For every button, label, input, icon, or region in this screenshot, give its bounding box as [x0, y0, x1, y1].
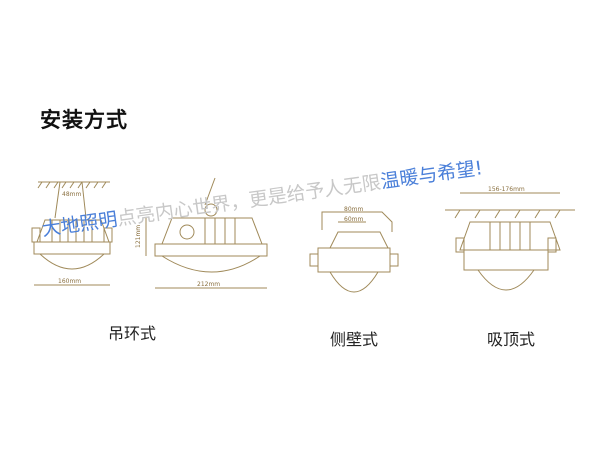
- dim-label: 121mm: [135, 225, 142, 248]
- diagram-wall-mount: 80mm 60mm: [309, 206, 399, 293]
- caption-ceiling: 吸顶式: [487, 330, 536, 349]
- diagram-ceiling-mount: 156-176mm: [445, 186, 575, 291]
- caption-hanging: 吊环式: [108, 324, 157, 343]
- dim-label: 156-176mm: [488, 186, 525, 193]
- dim-label: 60mm: [344, 216, 363, 223]
- diagram-side-view: 212mm 121mm: [135, 177, 268, 289]
- dim-label: 212mm: [197, 281, 220, 288]
- dim-label: 160mm: [58, 278, 81, 285]
- dim-label: 80mm: [344, 206, 363, 213]
- diagram-hook-mount: 48mm 160mm: [31, 181, 113, 286]
- page-title: 安装方式: [40, 108, 128, 132]
- dim-label: 48mm: [62, 191, 81, 198]
- caption-wall: 侧壁式: [330, 330, 379, 349]
